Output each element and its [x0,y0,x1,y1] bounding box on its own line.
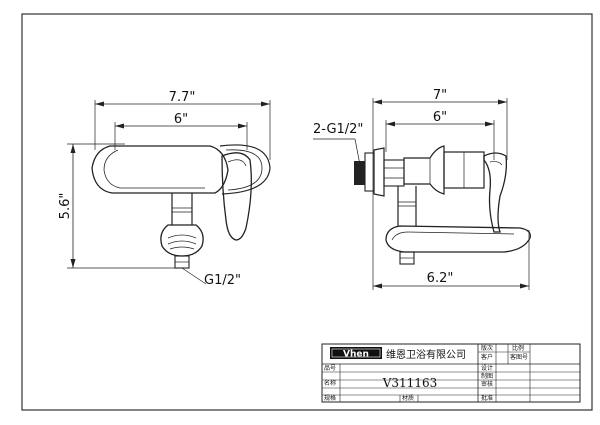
label-item-no: 品号 [324,365,336,372]
dimension-overall-width-right: 7" [373,88,507,105]
label-name: 名称 [324,379,336,387]
dim-label-7-7: 7.7" [169,90,196,105]
dimension-body-width-left: 6" [115,112,247,129]
brand-logo-text: Vhen [343,350,369,360]
label-ratio: 比例 [512,344,524,352]
inlet-thread-label: 2-G1/2" [313,122,363,137]
company-name: 维恩卫浴有限公司 [386,348,466,361]
dimension-body-width-right: 6" [386,110,494,127]
dim-label-6-left: 6" [174,112,188,127]
label-design: 设计 [481,364,493,372]
label-version: 版次 [481,344,493,352]
dim-label-5-6: 5.6" [58,193,73,220]
label-review: 审核 [481,380,493,388]
inlet-thread-callout: 2-G1/2" [313,122,363,166]
label-customer-code: 客图号 [510,353,528,361]
label-material: 材质 [402,394,414,402]
outlet-thread-label: G1/2" [204,273,241,288]
label-approve: 批准 [481,394,493,402]
dimension-overall-width-left: 7.7" [95,90,270,107]
brand-logo: Vhen [330,347,382,360]
dim-label-7: 7" [433,88,447,103]
dim-label-6-2: 6.2" [427,271,454,286]
dim-label-6-right: 6" [433,110,447,125]
dimension-spout-width-right: 6.2" [373,271,529,289]
faucet-side-view [354,145,531,265]
faucet-front-view [91,144,271,269]
left-view: 7.7" 6" 5.6" [58,90,271,288]
drawing-border [21,13,593,411]
dimension-height-left: 5.6" [58,144,76,268]
outlet-thread-callout: G1/2" [181,267,241,288]
label-customer: 客户 [481,353,493,361]
title-block: Vhen 维恩卫浴有限公司 版次 比例 客户 客图号 品号 名称 规格 材质 设… [321,343,581,403]
label-drawing: 制图 [481,372,493,380]
right-view: 7" 6" 6.2" 2-G1/2" [313,88,531,290]
model-number: V311163 [382,376,437,390]
label-spec: 规格 [324,394,336,402]
